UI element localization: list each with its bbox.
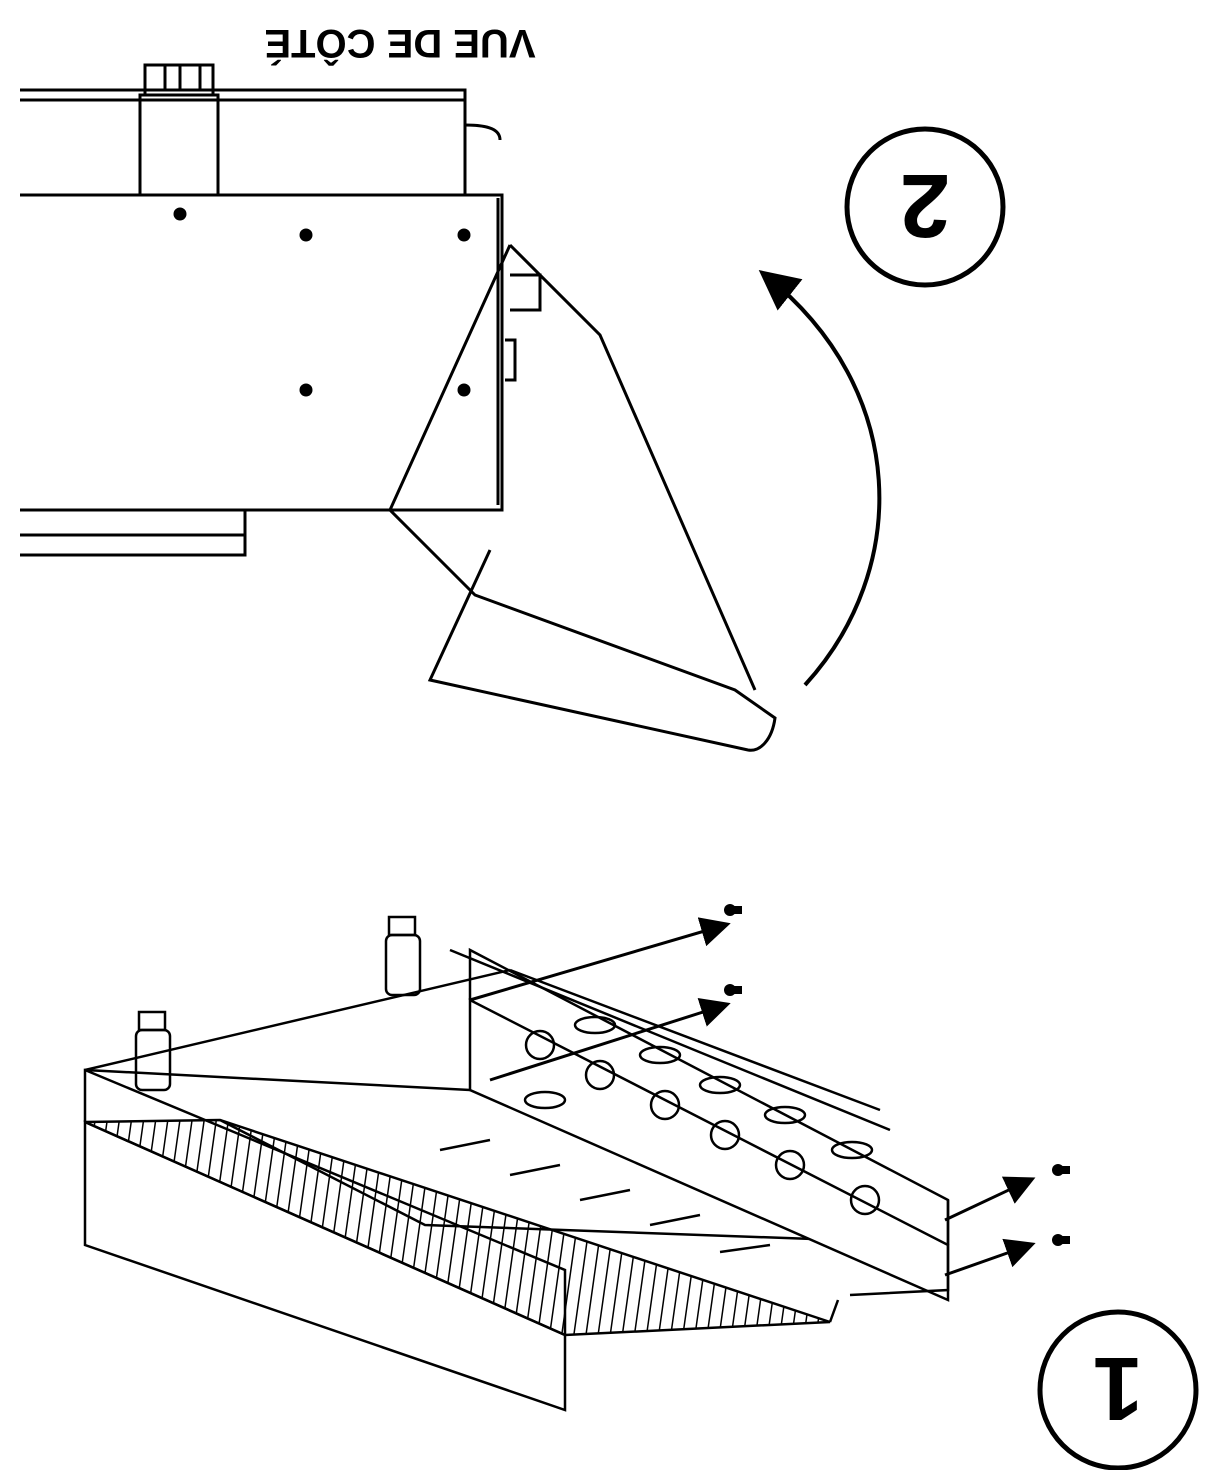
rotation-arrow: [758, 270, 882, 687]
grill-front-view: [83, 915, 950, 1412]
screw-icons: [724, 904, 1070, 1246]
grill-side-view: [20, 63, 777, 752]
step-1-circle: 1: [1037, 1309, 1199, 1470]
view-label: VUE DE CÔTÉ: [264, 21, 535, 67]
step-1-number: 1: [1093, 1338, 1143, 1438]
control-knobs: [523, 1015, 881, 1216]
screw-arrows: [469, 917, 1036, 1277]
step-2-circle: 2: [844, 126, 1006, 288]
step-2-number: 2: [900, 155, 950, 255]
